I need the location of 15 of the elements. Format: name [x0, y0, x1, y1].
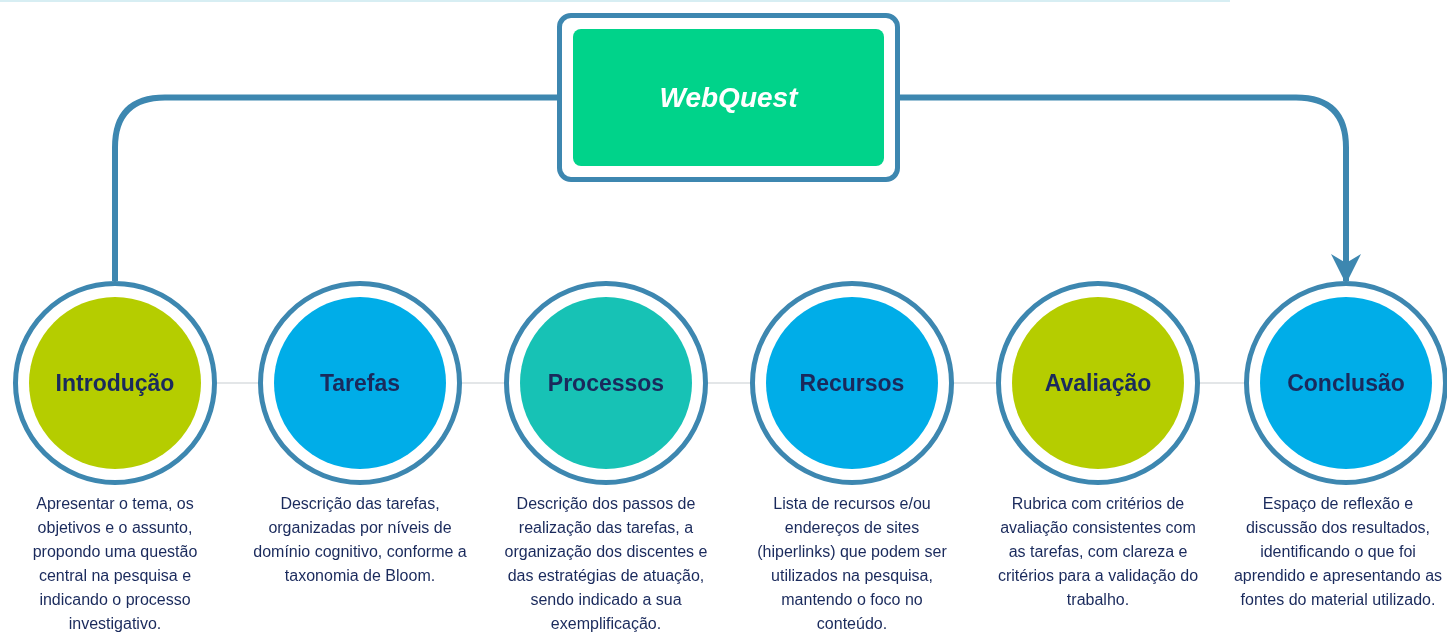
circle-title: Conclusão	[1287, 368, 1405, 398]
description-text: Espaço de reflexão e discussão dos resultados, identificando o que foi aprendido e apresentando as fontes do material utilizado.	[1232, 494, 1444, 610]
title-box	[557, 13, 900, 182]
circle-title: Tarefas	[319, 368, 401, 398]
description-text: Rubrica com critérios de avaliação consistentes com as tarefas, com clareza e critérios para a validação do trabalho.	[996, 494, 1200, 610]
title-text: WebQuest	[659, 80, 798, 115]
description-text: Lista de recursos e/ou endereços de sites (hiperlinks) que podem ser utilizados na pesquisa, mantendo o foco no conteúdo.	[756, 494, 948, 634]
description-text: Descrição dos passos de realização das tarefas, a organização dos discentes e das estratégias de atuação, sendo indicado a sua exemplificação.	[503, 494, 709, 634]
circle-title: Recursos	[799, 368, 905, 398]
circle-title: Processos	[547, 368, 665, 398]
description-text: Descrição das tarefas, organizadas por níveis de domínio cognitivo, conforme a taxonomia de Bloom.	[253, 494, 467, 586]
circle-title: Introdução	[55, 368, 175, 398]
circle-title: Avaliação	[1044, 368, 1152, 398]
connector-line	[112, 94, 557, 281]
description-text: Apresentar o tema, os objetivos e o assunto, propondo uma questão central na pesquisa e indicando o processo investigativo.	[31, 494, 199, 634]
